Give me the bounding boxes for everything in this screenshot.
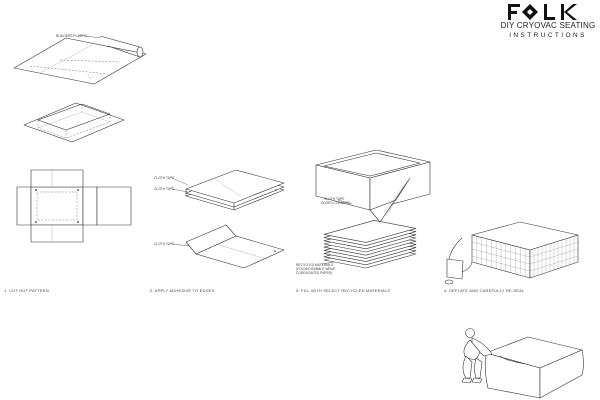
step3-materials-detail-1: (FOLDED BUBBLE WRAP	[296, 267, 336, 271]
sheet-subtitle: INSTRUCTIONS	[509, 32, 587, 39]
seated-person-figure	[461, 328, 493, 384]
step2-tape-label-2: CLOTH TAPE	[154, 187, 175, 191]
step1-caption: 1. CUT OUT PATTERN	[4, 288, 49, 293]
folk-logo	[508, 4, 577, 20]
step3-materials-label: RECYCLED MATERIALS	[296, 263, 334, 267]
step4-vacuum-box-drawing	[444, 221, 579, 285]
step2-taped-edge-drawing	[171, 169, 285, 211]
step1-pattern-drawing	[16, 169, 132, 243]
sheet-title: DIY CRYOVAC SEATING	[500, 21, 596, 30]
step3-corners-label: EDGES CORNERS	[321, 201, 350, 205]
step3-tape-label: CLOTH TAPE	[324, 197, 345, 201]
step2-caption: 2. APPLY ADHESIVE TO EDGES	[150, 288, 215, 293]
finished-seat-drawing	[484, 336, 584, 399]
step3-open-box-drawing	[315, 149, 431, 223]
roll-sheet-drawing	[13, 34, 147, 85]
step4-caption: 4. DEFLATE AND CAREFULLY RE-SEAL	[444, 288, 525, 293]
step2-tape-label-1: CLOTH TAPE	[154, 176, 175, 180]
roll-label: BUILDERS PLASTIC	[56, 34, 88, 38]
step2-tape-label-3: CLOTH TAPE	[154, 242, 175, 246]
step3-caption: 3. FILL WITH SELECT RECYCLED MATERIALS	[296, 288, 391, 293]
step2-folded-flap-drawing	[171, 224, 285, 269]
step3-material-stack-drawing	[321, 220, 417, 269]
box-wireframe-drawing	[23, 102, 125, 143]
step3-materials-detail-2: CORRUGATED PAPER)	[296, 271, 333, 275]
